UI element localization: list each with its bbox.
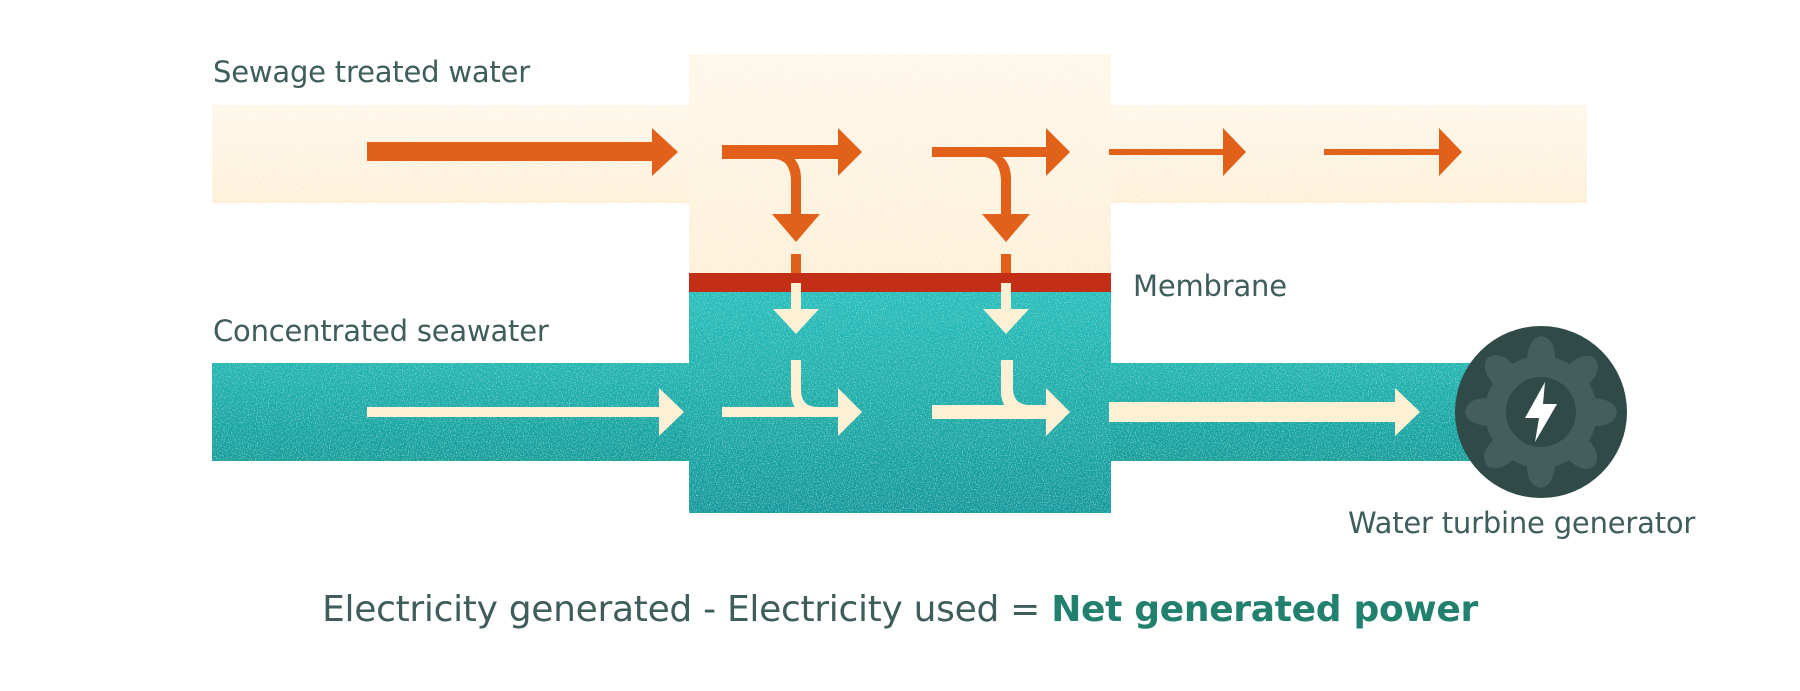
power-formula: Electricity generated - Electricity used… [0,592,1800,628]
sewage-water-label: Sewage treated water [213,55,530,89]
permeate-arrow [773,283,819,334]
fresh-water-flow-arrows [367,128,1462,273]
flow-arrow [1324,128,1462,176]
formula-electricity-used: Electricity used [726,589,1000,630]
permeate-arrow [983,283,1029,334]
formula-electricity-generated: Electricity generated [322,589,692,630]
flow-arrow [1109,388,1420,436]
flow-arrow [367,128,678,176]
seawater-flow-arrows [367,283,1420,436]
formula-minus: - [692,589,727,630]
membrane-label: Membrane [1133,269,1287,303]
flow-arrow-merge [722,360,862,436]
flow-arrow-split [722,128,862,273]
seawater-label: Concentrated seawater [213,314,549,348]
flow-arrow [1109,128,1246,176]
formula-net-generated-power: Net generated power [1051,589,1478,630]
lightning-bolt-icon [1525,382,1557,442]
fresh-water-chamber [689,54,1111,273]
flow-arrow [367,388,684,436]
membrane [689,273,1111,292]
flow-arrow-merge [932,360,1070,436]
turbine-generator [1455,326,1627,498]
formula-equals: = [999,589,1052,630]
seawater-chamber [689,292,1111,513]
flow-arrow-split [932,128,1070,273]
turbine-label: Water turbine generator [1348,506,1696,540]
